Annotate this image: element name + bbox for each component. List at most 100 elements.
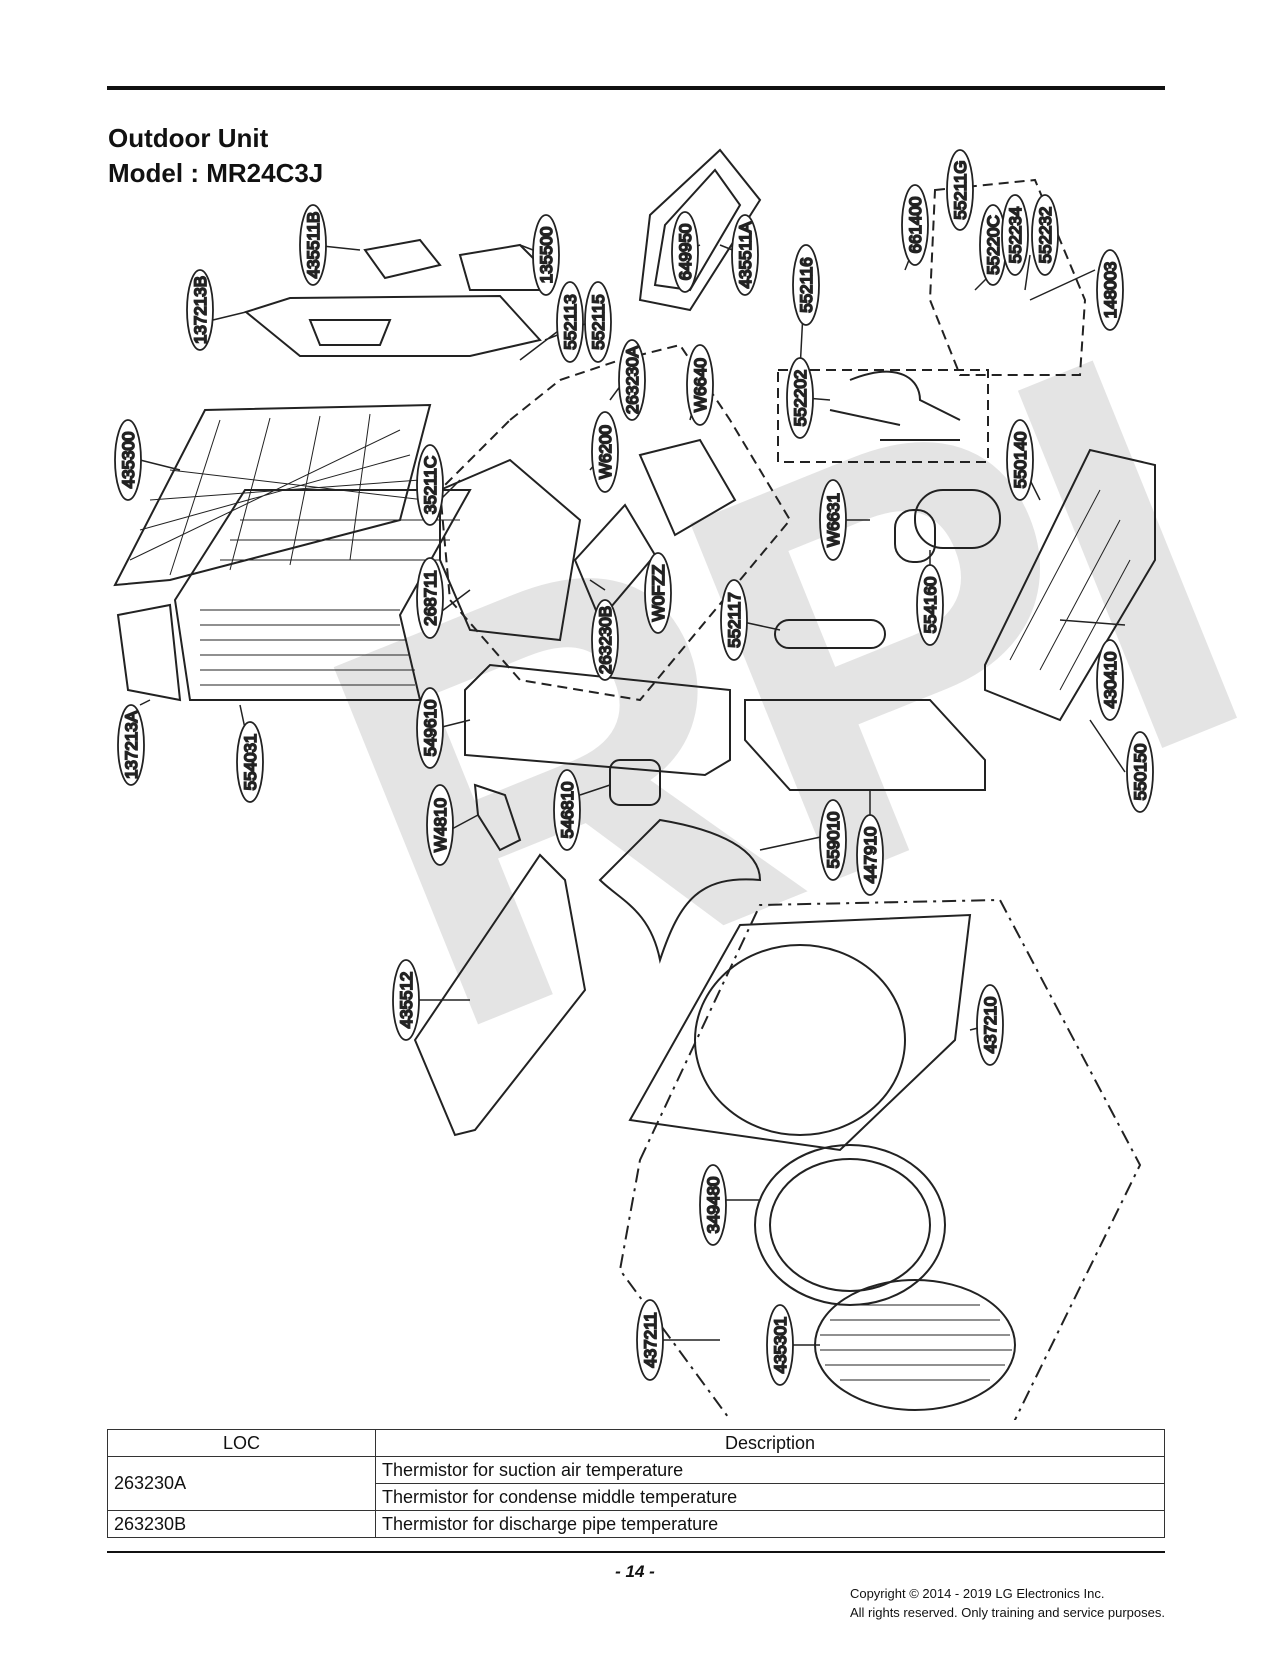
top-cover-shape [243, 294, 542, 357]
callout-27: 554160 [916, 564, 944, 646]
callout-label: 430410 [1101, 652, 1120, 709]
rear-grille-shape [113, 403, 432, 587]
callout-label: W6640 [691, 358, 710, 412]
callout-31: 549610 [416, 687, 444, 769]
callout-label: 349480 [704, 1177, 723, 1234]
callout-label: 661400 [906, 197, 925, 254]
callout-label: W6631 [824, 493, 843, 547]
callout-label: 550150 [1131, 744, 1150, 801]
callout-label: 268711 [421, 570, 440, 625]
callout-15: 263230A [618, 339, 646, 421]
callout-24: 263230B [591, 599, 619, 681]
rights-line: All rights reserved. Only training and s… [849, 1605, 1165, 1620]
fan-motor-body [609, 759, 661, 806]
callout-label: 435511A [736, 221, 755, 288]
callout-label: 435300 [119, 432, 138, 489]
four-way-valve-frame [928, 178, 1087, 376]
valve-pipes [829, 370, 961, 441]
front-assembly-frame [618, 898, 1142, 1420]
compressor-body [914, 489, 1001, 549]
condenser-shape [173, 489, 472, 701]
model-subtitle: Model : MR24C3J [108, 158, 324, 188]
callout-34: 546810 [553, 769, 581, 851]
callout-label: 649950 [676, 224, 695, 281]
callout-label: 137213A [122, 710, 141, 779]
callout-label: 559010 [824, 812, 843, 869]
callout-label: 263230A [623, 345, 642, 414]
callout-40: 437211 [636, 1299, 664, 1381]
fan-guard-bars [820, 1304, 1012, 1381]
callout-20: W6200 [591, 411, 619, 493]
callout-5: 552116 [792, 244, 820, 326]
callout-label: 554160 [921, 577, 940, 634]
table-row: 263230B Thermistor for discharge pipe te… [107, 1510, 1165, 1538]
copyright-notice: Copyright © 2014 - 2019 LG Electronics I… [850, 1584, 1165, 1622]
callout-35: 447910 [856, 814, 884, 896]
callout-label: 435511B [304, 212, 323, 279]
callout-label: 148003 [1101, 262, 1120, 319]
propeller-fan-shape [598, 818, 762, 964]
callout-13: 552113 [556, 281, 584, 363]
callout-label: 135500 [537, 227, 556, 284]
exploded-view-diagram: 435511B 135500 649950 435511A 552116 661… [113, 148, 1156, 1420]
callout-11: 148003 [1096, 249, 1124, 331]
partition-shape [744, 699, 986, 791]
callout-label: 55220C [984, 215, 1003, 275]
callout-8: 55220C [979, 204, 1007, 286]
callout-14: 552115 [584, 281, 612, 363]
callout-21: 550140 [1006, 419, 1034, 501]
callout-30: 554031 [236, 721, 264, 803]
callout-36: 559010 [819, 799, 847, 881]
front-panel-shape [628, 913, 972, 1152]
callout-label: 546810 [558, 782, 577, 839]
callout-19: 35211C [416, 444, 444, 526]
callout-37: 435512 [392, 959, 420, 1041]
callout-9: 552234 [1001, 194, 1029, 276]
condenser-fins [200, 519, 460, 686]
rear-grille-lines [129, 413, 426, 576]
base-pan-detail [1009, 489, 1131, 691]
callout-label: 552117 [725, 592, 744, 647]
callout-label: 552115 [589, 294, 608, 349]
callout-label: 435301 [771, 1317, 790, 1374]
callout-1: 435511B [299, 204, 327, 286]
callout-label: 550140 [1011, 432, 1030, 489]
callout-label: 55211G [951, 160, 970, 219]
valve-assembly-frame [777, 369, 989, 463]
loc-header: LOC [107, 1429, 376, 1457]
description-header: Description [375, 1429, 1165, 1457]
description-cell: Thermistor for condense middle temperatu… [375, 1483, 1165, 1511]
callout-32: 550150 [1126, 731, 1154, 813]
callout-label: 552113 [561, 294, 580, 349]
callout-33: W4810 [426, 784, 454, 866]
callout-label: 554031 [241, 734, 260, 791]
table-header-row: LOC Description [107, 1429, 1165, 1457]
callout-28: 430410 [1096, 639, 1124, 721]
callout-18: 435300 [114, 419, 142, 501]
filter-frame-shape [638, 148, 762, 312]
fan-guard-outer [814, 1279, 1016, 1411]
description-cell: Thermistor for discharge pipe temperatur… [375, 1510, 1165, 1538]
callout-23: 268711 [416, 557, 444, 639]
control-box-shape [439, 458, 582, 642]
callout-label: W0FZZ [649, 565, 668, 622]
top-bracket-shape [363, 238, 442, 280]
callout-29: 137213A [117, 704, 145, 786]
callout-label: 35211C [421, 456, 440, 514]
bell-mouth-ring-inner [769, 1158, 931, 1292]
top-panel-shape [413, 853, 587, 1137]
callout-label: 137213B [191, 276, 210, 344]
pcb-shape [638, 438, 737, 537]
callout-12: 137213B [186, 269, 214, 351]
motor-mount-shape [464, 663, 731, 777]
callout-label: 263230B [596, 606, 615, 674]
callout-label: W4810 [431, 798, 450, 852]
callout-label: W6200 [596, 425, 615, 479]
callout-label: 552234 [1006, 207, 1025, 264]
callout-6: 661400 [901, 184, 929, 266]
callout-26: 552117 [720, 579, 748, 661]
accumulator-body [894, 509, 936, 563]
callout-16: W6640 [686, 344, 714, 426]
callout-7: 55211G [946, 149, 974, 231]
callout-2: 135500 [532, 214, 560, 296]
